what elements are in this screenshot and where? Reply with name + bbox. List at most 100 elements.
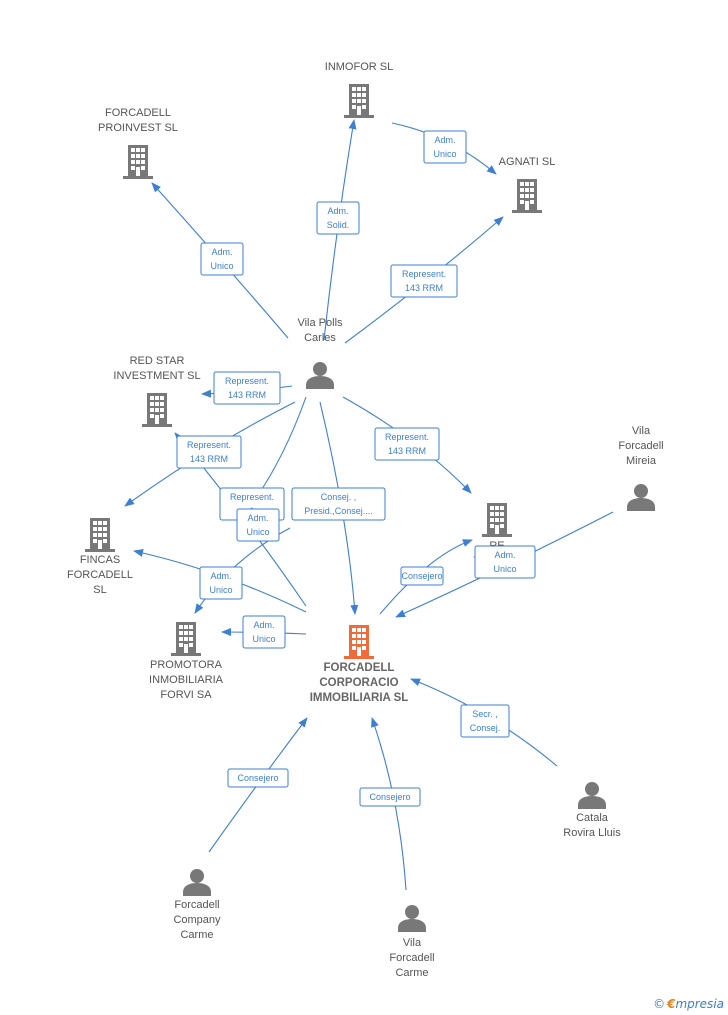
person-icon [306,362,334,389]
edge-label-text: Represent. [230,492,274,502]
edge-label[interactable]: Consejero [227,768,289,788]
edge-label-text: 143 RRM [190,454,228,464]
edge-label-box [423,130,467,164]
edge-label[interactable]: Consej. ,Presid.,Consej.... [291,487,386,521]
edge-labels-layer: Adm.UnicoAdm.Solid.Adm.UnicoRepresent.14… [176,130,536,807]
node-label: Vila [632,425,651,437]
edge-label[interactable]: Adm.Solid. [316,201,360,235]
edge-label-text: Consej. , [321,492,357,502]
edge-label[interactable]: Secr. , Consej. [460,704,510,738]
node-label: Mireia [626,455,657,467]
node-label: PROINVEST SL [98,122,178,134]
node-label: Carles [304,332,336,344]
building-icon [85,518,115,552]
node-label: INMOFOR SL [325,61,393,73]
edge-label-box [213,371,281,405]
edge-label-text: Adm. [434,135,455,145]
edge-label-box [242,615,286,649]
node-inmofor[interactable]: INMOFOR SL [325,61,393,118]
edge-label-text: Adm. [494,550,515,560]
edge-label[interactable]: Adm. Unico [474,545,536,579]
node-label: Company [173,914,221,926]
building-icon [512,179,542,213]
node-label: Rovira Lluis [563,827,621,839]
node-label: CORPORACIO [319,677,398,689]
edge-label-box [236,508,280,542]
node-label: FORCADELL [324,662,395,674]
edge-label[interactable]: Adm. Unico [242,615,286,649]
edge-label-box [176,435,242,469]
person-icon [578,782,606,809]
node-label: Carme [180,929,213,941]
node-label: SL [93,584,106,596]
edge-label-text: Unico [252,634,275,644]
node-label: FORCADELL [67,569,133,581]
edge-label-text: Unico [246,527,269,537]
edge-label-text: Adm. [253,620,274,630]
edge-label-text: Secr. , [472,709,498,719]
building-icon [344,84,374,118]
node-label: IMMOBILIARIA SL [310,692,409,704]
node-label: INMOBILIARIA [149,674,224,686]
edge-label-box [227,768,289,788]
edge-label-text: Unico [493,564,516,574]
edge-label-text: Unico [433,149,456,159]
edge-label[interactable]: Represent.143 RRM [213,371,281,405]
edge-label-text: 143 RRM [405,283,443,293]
edge-label[interactable]: Consejero [359,787,421,807]
edge-label[interactable]: Consejero [400,566,444,586]
edge-label[interactable]: Adm. Unico [236,508,280,542]
edge-label-text: Consejero [401,571,442,581]
edge-label-box [390,264,458,298]
edge-label[interactable]: Adm.Unico [199,566,243,600]
node-label: Vila [403,937,422,949]
person-icon [627,484,655,511]
edge-label[interactable]: Represent.143 RRM [374,427,440,461]
node-label: FORCADELL [105,107,171,119]
person-icon [398,905,426,932]
edge-label[interactable]: Represent.143 RRM [390,264,458,298]
edge-label-box [400,566,444,586]
edge-label-box [200,242,244,276]
node-label: PROMOTORA [150,659,223,671]
node-forcadell-proinvest[interactable]: FORCADELL PROINVEST SL [98,107,178,179]
node-agnati[interactable]: AGNATI SL [499,156,556,213]
edge-label-box [460,704,510,738]
node-promotora[interactable]: PROMOTORA INMOBILIARIA FORVI SA [149,622,224,701]
edge-label[interactable]: Adm. Unico [423,130,467,164]
node-label: Forcadell [389,952,434,964]
edge-label[interactable]: Represent.143 RRM [176,435,242,469]
edge-label-box [199,566,243,600]
edge-line [379,539,473,615]
edge-label-text: Adm. [210,571,231,581]
copyright-icon: © [653,997,666,1011]
node-forcadell-corporacio[interactable]: FORCADELL CORPORACIO IMMOBILIARIA SL [310,625,409,704]
person-icon [183,869,211,896]
brand-logo-rest: mpresia [675,997,724,1011]
node-label: INVESTMENT SL [113,370,200,382]
building-icon [344,625,374,659]
node-label: Forcadell [174,899,219,911]
node-label: Catala [576,812,609,824]
edge-label[interactable]: Adm. Unico [200,242,244,276]
edge-label-text: Consej. [470,723,501,733]
building-icon [482,503,512,537]
edge-label-text: Represent. [225,376,269,386]
edge-label-text: Adm. [327,206,348,216]
edge-label-text: Unico [210,261,233,271]
edge-label-text: Adm. [247,513,268,523]
edge-label-box [359,787,421,807]
node-label: FORVI SA [160,689,212,701]
edge-label-text: Adm. [211,247,232,257]
footer-brand: ©€mpresia [653,997,724,1011]
building-icon [123,145,153,179]
brand-logo-first: € [667,997,676,1011]
